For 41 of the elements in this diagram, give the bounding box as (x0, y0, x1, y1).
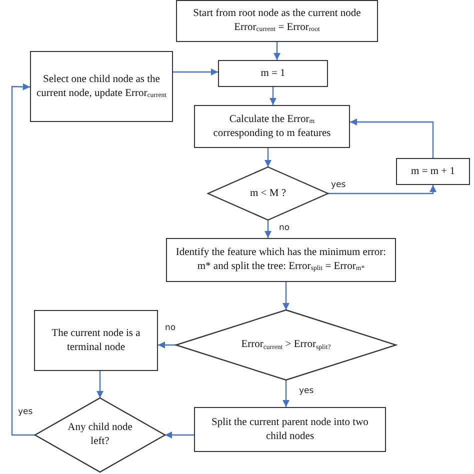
edge-label: no (278, 224, 291, 234)
process-box (194, 407, 386, 452)
arrow (173, 68, 218, 76)
process-box (396, 158, 470, 185)
node-text: m < M ? (250, 186, 286, 200)
arrow (158, 341, 176, 349)
process-box (194, 105, 350, 148)
edge-label: no (164, 324, 177, 334)
node-text: Start from root node as the current node (193, 7, 361, 21)
node-text: Split the current parent node into two child nodes (210, 416, 370, 444)
arrow (264, 148, 272, 167)
arrow (269, 87, 277, 105)
process-box (34, 310, 158, 371)
process-box (166, 238, 396, 282)
arrow (282, 282, 290, 310)
node-text: Any child node left? (66, 421, 134, 449)
arrow (273, 42, 281, 60)
node-text: The current node is a terminal node (50, 326, 142, 354)
edge-label: yes (17, 408, 34, 418)
arrow (11, 83, 35, 436)
node-text: m = m + 1 (411, 164, 455, 178)
node-text: m = 1 (260, 66, 286, 80)
node-text: Select one child node as the current node, update Error$_{current}$ (36, 72, 167, 100)
decision-diamond (35, 398, 165, 472)
node-text: Identify the feature which has the minimum error: m* and split the tree: Error$_{split}$ = Error$_{m*}$ (174, 246, 388, 274)
decision-diamond (176, 310, 396, 380)
node-text: Calculate the Error$_{m}$ corresponding to m features (212, 112, 332, 140)
arrow (282, 380, 290, 407)
arrow (350, 118, 434, 158)
arrow (96, 371, 104, 398)
node-text: Error$_{current}$ > Error$_{split?}$ (241, 338, 331, 352)
edge-label: yes (298, 387, 315, 396)
arrow (165, 431, 194, 439)
process-box (30, 51, 173, 122)
decision-diamond (208, 167, 328, 220)
process-box (218, 60, 328, 87)
arrow (328, 185, 437, 194)
node-text: Error$_{current}$ = Error$_{root}$ (234, 21, 320, 35)
edge-label: yes (330, 181, 347, 190)
arrow (264, 220, 272, 238)
process-box (176, 0, 378, 42)
